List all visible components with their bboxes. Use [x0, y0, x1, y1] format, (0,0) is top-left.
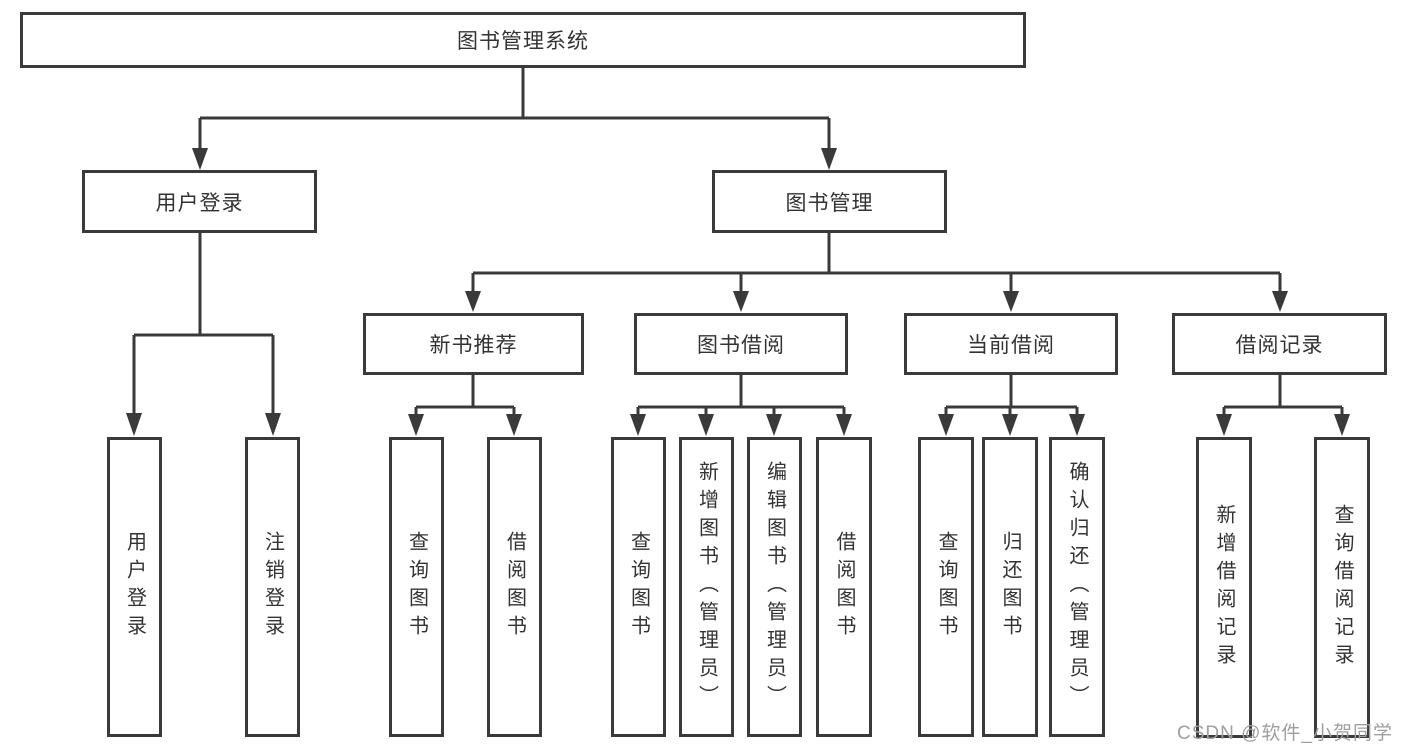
node-label: 注销登录: [261, 531, 284, 643]
node-query-borrow-record: 查询借阅记录: [1314, 437, 1370, 738]
node-current-query-book: 查询图书: [918, 437, 974, 737]
node-recommend-borrow-book: 借阅图书: [487, 437, 542, 737]
node-label: 新增图书（管理员）: [695, 461, 718, 713]
node-label: 图书借阅: [697, 334, 785, 357]
node-label: 图书管理: [785, 191, 874, 215]
node-confirm-return-admin: 确认归还（管理员）: [1049, 437, 1105, 737]
node-user-login-module: 用户登录: [82, 170, 317, 233]
node-user-login-action: 用户登录: [107, 437, 162, 737]
node-label: 图书管理系统: [457, 30, 589, 53]
node-label: 确认归还（管理员）: [1066, 461, 1088, 713]
node-label: 新书推荐: [429, 334, 518, 357]
node-borrowing-records: 借阅记录: [1172, 313, 1387, 375]
node-return-book: 归还图书: [982, 437, 1038, 737]
node-label: 查询借阅记录: [1331, 503, 1353, 672]
node-label: 借阅图书: [503, 531, 526, 643]
node-label: 用户登录: [155, 191, 244, 215]
node-logout-action: 注销登录: [245, 437, 300, 737]
node-label: 编辑图书（管理员）: [763, 461, 786, 713]
node-label: 查询图书: [935, 531, 957, 643]
node-label: 借阅图书: [833, 531, 855, 643]
node-label: 新增借阅记录: [1213, 503, 1235, 672]
node-book-borrowing: 图书借阅: [634, 313, 848, 375]
csdn-watermark: CSDN @软件_小贺同学: [1177, 723, 1393, 744]
node-new-book-recommend: 新书推荐: [363, 313, 584, 375]
node-book-management-system: 图书管理系统: [20, 12, 1026, 68]
node-book-management-module: 图书管理: [712, 170, 947, 233]
node-recommend-query-book: 查询图书: [389, 437, 444, 737]
node-label: 查询图书: [627, 531, 650, 643]
node-label: 归还图书: [999, 531, 1021, 643]
node-edit-book-admin: 编辑图书（管理员）: [747, 437, 802, 737]
node-borrow-query-book: 查询图书: [611, 437, 666, 737]
node-label: 用户登录: [123, 531, 146, 643]
node-label: 查询图书: [405, 531, 428, 643]
node-label: 当前借阅: [967, 334, 1055, 357]
node-borrow-book-action: 借阅图书: [816, 437, 872, 737]
node-label: 借阅记录: [1235, 334, 1324, 357]
node-current-borrowing: 当前借阅: [904, 313, 1118, 375]
node-add-borrow-record: 新增借阅记录: [1196, 437, 1252, 738]
node-add-book-admin: 新增图书（管理员）: [679, 437, 734, 737]
